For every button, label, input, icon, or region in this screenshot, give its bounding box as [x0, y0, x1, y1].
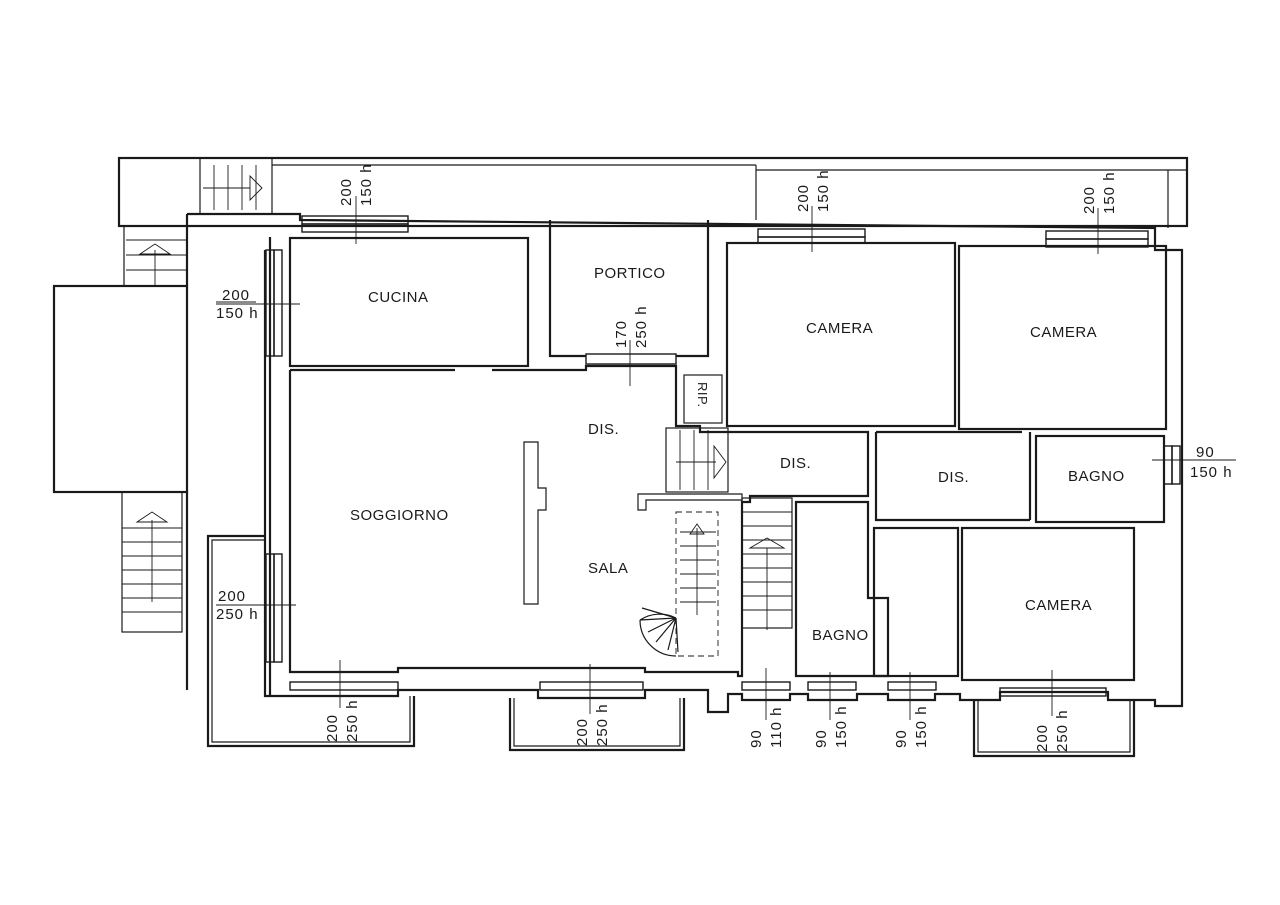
balconies: [206, 534, 1136, 758]
svg-text:200: 200: [218, 588, 246, 605]
dim-bottom-camera: 200 250 h: [1034, 709, 1071, 752]
room-label-cucina: CUCINA: [368, 289, 429, 306]
svg-text:150 h: 150 h: [358, 163, 375, 206]
svg-text:200: 200: [222, 287, 250, 304]
opening-dimensions: 200 150 h 200 150 h 200 150 h 200 150 h …: [216, 163, 1233, 752]
dimension-lines: [216, 196, 1236, 720]
svg-text:150 h: 150 h: [1190, 464, 1233, 481]
svg-text:90: 90: [813, 729, 830, 748]
stair-west-lower: [122, 511, 182, 613]
svg-text:200: 200: [574, 718, 591, 746]
room-label-dis-1: DIS.: [588, 421, 619, 438]
west-wing: [52, 225, 189, 633]
dim-bottom-stair: 90 110 h: [748, 707, 785, 748]
stairs: [122, 165, 793, 657]
room-label-dis-3: DIS.: [938, 469, 969, 486]
dim-top-cucina: 200 150 h: [338, 163, 375, 206]
svg-text:150 h: 150 h: [833, 705, 850, 748]
svg-text:200: 200: [338, 178, 355, 206]
room-labels: CUCINA PORTICO CAMERA CAMERA RIP. DIS. D…: [350, 265, 1125, 644]
stair-central: [741, 497, 793, 630]
room-label-bagno-2: BAGNO: [812, 627, 869, 644]
svg-text:200: 200: [795, 184, 812, 212]
dim-bottom-bagno: 90 150 h: [813, 705, 850, 748]
svg-text:200: 200: [324, 714, 341, 742]
room-label-rip: RIP.: [695, 382, 710, 408]
dim-bottom-soggiorno: 200 250 h: [324, 699, 361, 742]
svg-text:250 h: 250 h: [216, 606, 259, 623]
dim-bottom-dis: 90 150 h: [893, 705, 930, 748]
stair-dis: [665, 427, 729, 493]
svg-text:150 h: 150 h: [216, 305, 259, 322]
stair-west-upper: [126, 239, 186, 285]
room-label-camera-2: CAMERA: [1030, 324, 1097, 341]
room-label-soggiorno: SOGGIORNO: [350, 507, 449, 524]
room-label-dis-2: DIS.: [780, 455, 811, 472]
room-label-sala: SALA: [588, 560, 628, 577]
dim-left-cucina: 200 150 h: [216, 287, 259, 322]
svg-text:250 h: 250 h: [1054, 709, 1071, 752]
dim-left-soggiorno: 200 250 h: [216, 588, 259, 623]
svg-text:250 h: 250 h: [594, 703, 611, 746]
svg-text:150 h: 150 h: [1101, 171, 1118, 214]
svg-text:110 h: 110 h: [768, 707, 785, 748]
dim-right-bagno: 90 150 h: [1190, 444, 1233, 481]
svg-text:250 h: 250 h: [633, 305, 650, 348]
windows: [265, 215, 1181, 697]
stair-top-entrance: [203, 165, 263, 210]
svg-text:90: 90: [893, 729, 910, 748]
svg-text:200: 200: [1081, 186, 1098, 214]
svg-text:250 h: 250 h: [344, 699, 361, 742]
room-label-camera-1: CAMERA: [806, 320, 873, 337]
stair-spiral: [639, 511, 719, 657]
room-label-portico: PORTICO: [594, 265, 666, 282]
exterior-walls: [117, 156, 1189, 714]
svg-text:90: 90: [1196, 444, 1215, 461]
room-label-bagno-1: BAGNO: [1068, 468, 1125, 485]
dim-portico: 170 250 h: [613, 305, 650, 348]
dim-top-camera-2: 200 150 h: [1081, 171, 1118, 214]
room-label-camera-3: CAMERA: [1025, 597, 1092, 614]
svg-text:150 h: 150 h: [913, 705, 930, 748]
svg-text:90: 90: [748, 729, 765, 748]
svg-text:170: 170: [613, 320, 630, 348]
svg-text:150 h: 150 h: [815, 169, 832, 212]
svg-text:200: 200: [1034, 724, 1051, 752]
dim-bottom-sala: 200 250 h: [574, 703, 611, 746]
dim-top-camera-1: 200 150 h: [795, 169, 832, 212]
interior-walls: [288, 220, 1168, 682]
